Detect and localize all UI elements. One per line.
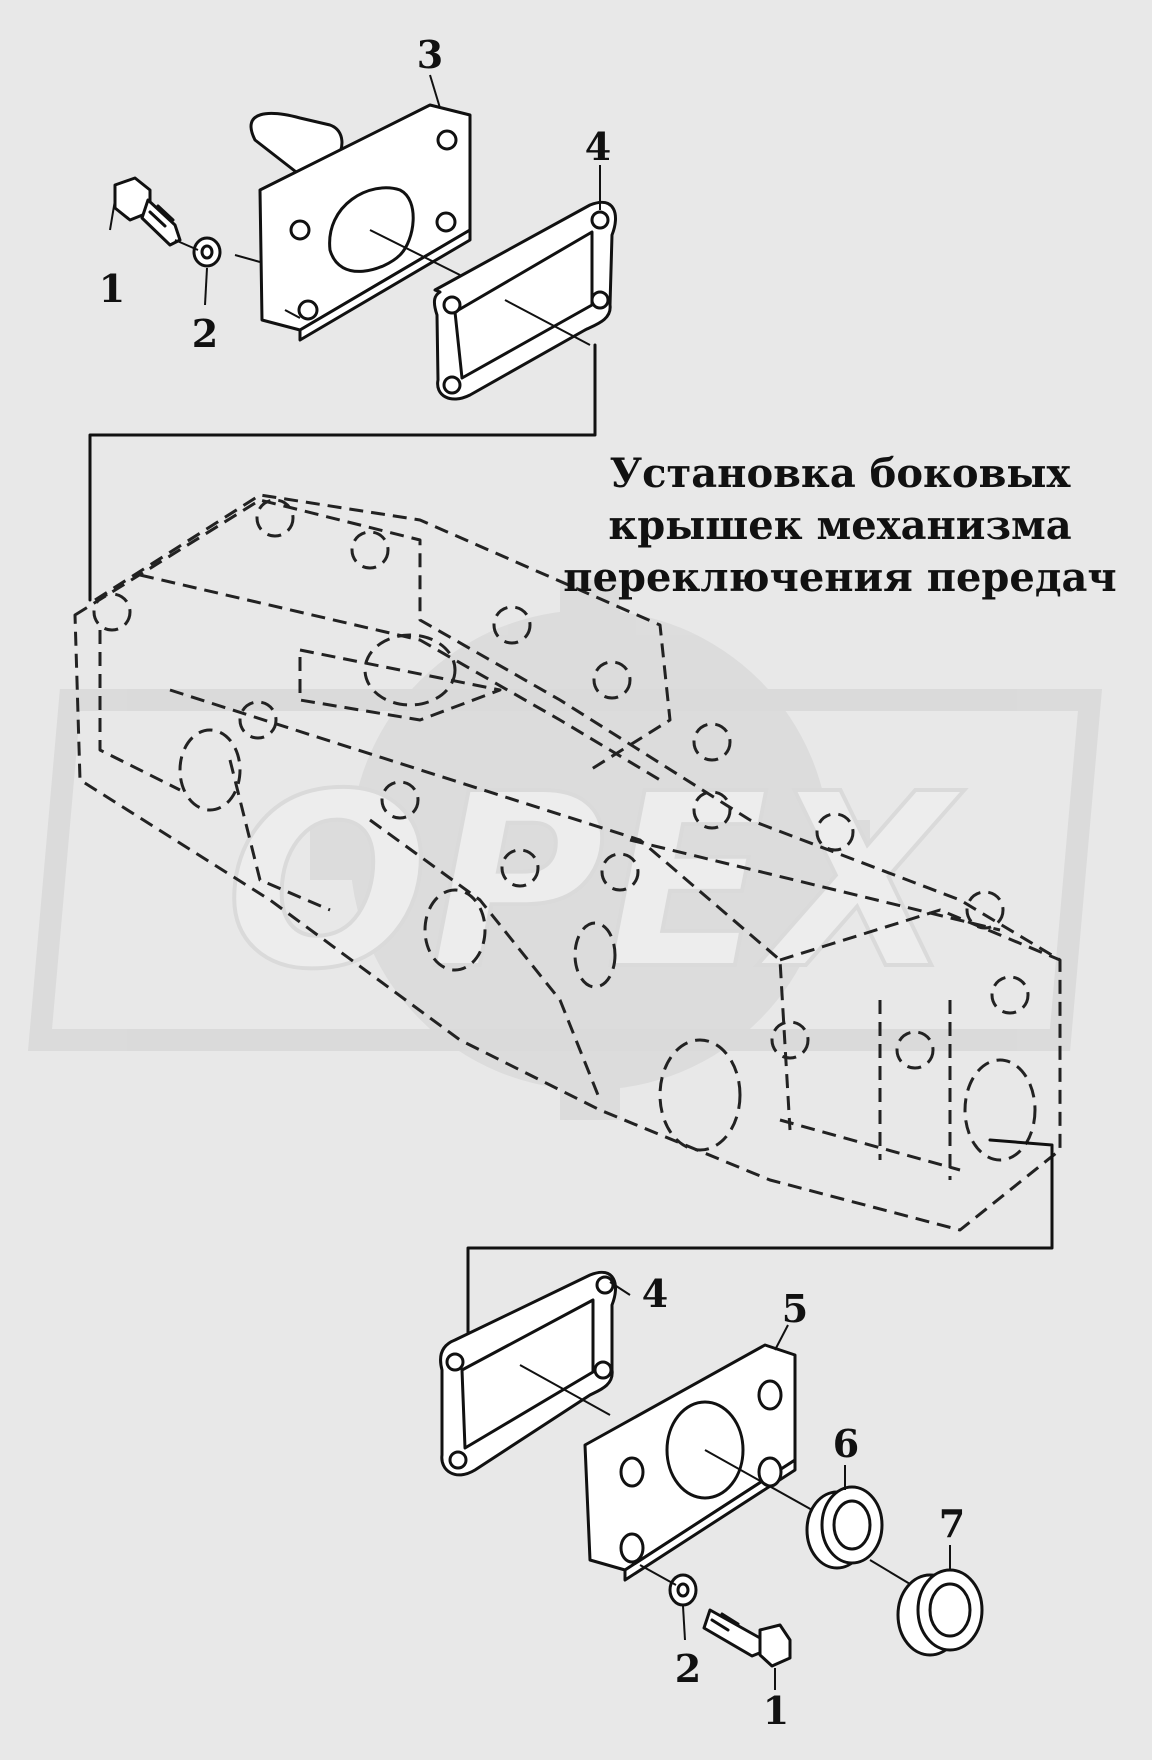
callout-2-bottom: 2 — [674, 1646, 702, 1691]
washer-top — [174, 236, 222, 268]
title-line-2: крышек механизма — [608, 502, 1072, 549]
callout-1-bottom: 1 — [762, 1688, 790, 1733]
washer-bottom — [639, 1564, 698, 1607]
watermark-text: OPEX — [226, 742, 965, 1022]
seal-bottom — [805, 1485, 921, 1591]
callout-leaders — [109, 74, 951, 1690]
callout-7-bottom: 7 — [938, 1501, 966, 1546]
gearbox-housing — [73, 493, 1062, 1232]
cover-housing-top — [234, 103, 472, 342]
gasket-top — [432, 200, 617, 401]
connector-bottom — [466, 1138, 1054, 1337]
callout-5-bottom: 5 — [781, 1286, 809, 1331]
callout-3-top: 3 — [416, 32, 444, 77]
title-line-1: Установка боковых — [609, 450, 1071, 497]
connector-top — [88, 343, 597, 602]
bolt-top — [113, 176, 182, 247]
callout-1-top: 1 — [98, 266, 126, 311]
gasket-bottom — [439, 1270, 617, 1477]
cover-plate-bottom — [583, 1343, 831, 1582]
callout-2-top: 2 — [191, 311, 219, 356]
watermark-logo: OPEX — [27, 580, 1103, 1120]
callout-4-bottom: 4 — [641, 1271, 669, 1316]
diagram-title: Установка боковых крышек механизма перек… — [560, 448, 1120, 604]
cap-bottom — [896, 1568, 984, 1657]
bolt-bottom — [702, 1608, 792, 1668]
callout-6-bottom: 6 — [832, 1421, 860, 1466]
callout-4-top: 4 — [584, 124, 612, 169]
title-line-3: переключения передач — [563, 554, 1117, 601]
